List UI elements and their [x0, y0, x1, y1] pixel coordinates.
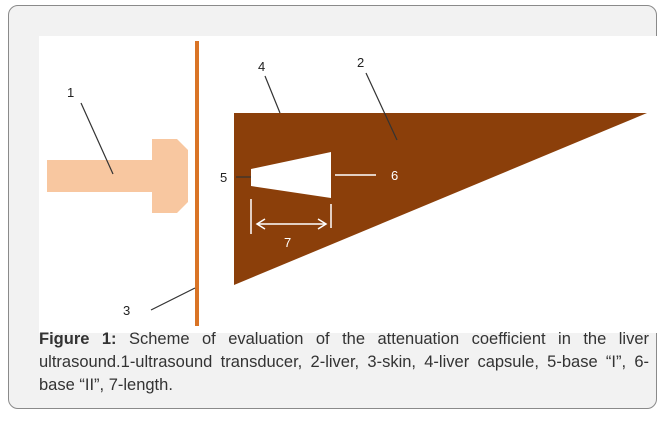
leader-line-transducer — [80, 102, 114, 175]
length-arrowhead-right — [317, 218, 328, 230]
leader-line-capsule — [264, 75, 281, 114]
skin-line — [195, 41, 199, 326]
label-base-two: 6 — [391, 168, 398, 183]
leader-line-liver — [365, 72, 398, 141]
leader-line-skin — [150, 287, 196, 311]
label-skin: 3 — [123, 303, 130, 318]
figure-caption: Figure 1: Scheme of evaluation of the at… — [39, 328, 649, 397]
label-capsule: 4 — [258, 59, 265, 74]
liver-attenuation-scheme: 1 4 2 3 5 6 7 — [47, 41, 647, 326]
length-arrowhead-left — [255, 218, 266, 230]
caption-text: Scheme of evaluation of the attenuation … — [39, 330, 649, 394]
label-transducer: 1 — [67, 85, 74, 100]
label-base-one: 5 — [220, 170, 227, 185]
caption-label: Figure 1: — [39, 330, 117, 348]
label-liver: 2 — [357, 55, 364, 70]
liver-triangle — [234, 113, 647, 285]
ultrasound-transducer-shape — [47, 139, 188, 213]
measurement-region — [251, 152, 331, 198]
figure-panel: 1 4 2 3 5 6 7 Figure 1: Scheme of evalua… — [8, 5, 658, 409]
label-length: 7 — [284, 235, 291, 250]
diagram-canvas: 1 4 2 3 5 6 7 — [39, 36, 658, 333]
